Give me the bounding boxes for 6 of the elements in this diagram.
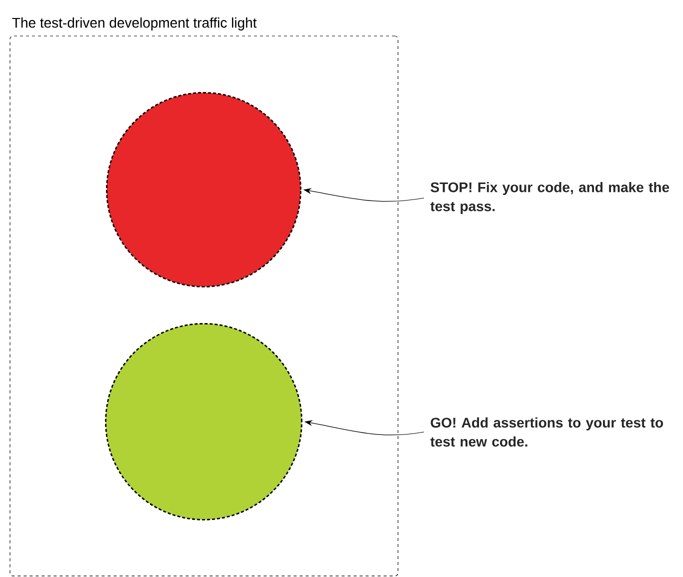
frame-box: The test-driven development traffic light — [10, 17, 398, 576]
callout-text: STOP! Fix your code, and make the test pass. — [430, 182, 670, 214]
node-label: The test-driven development traffic light — [12, 17, 257, 30]
lamp-circle — [106, 92, 302, 288]
callout-text: GO! Add assertions to your test to test new code. — [430, 417, 663, 447]
lamp-circle — [105, 322, 302, 520]
